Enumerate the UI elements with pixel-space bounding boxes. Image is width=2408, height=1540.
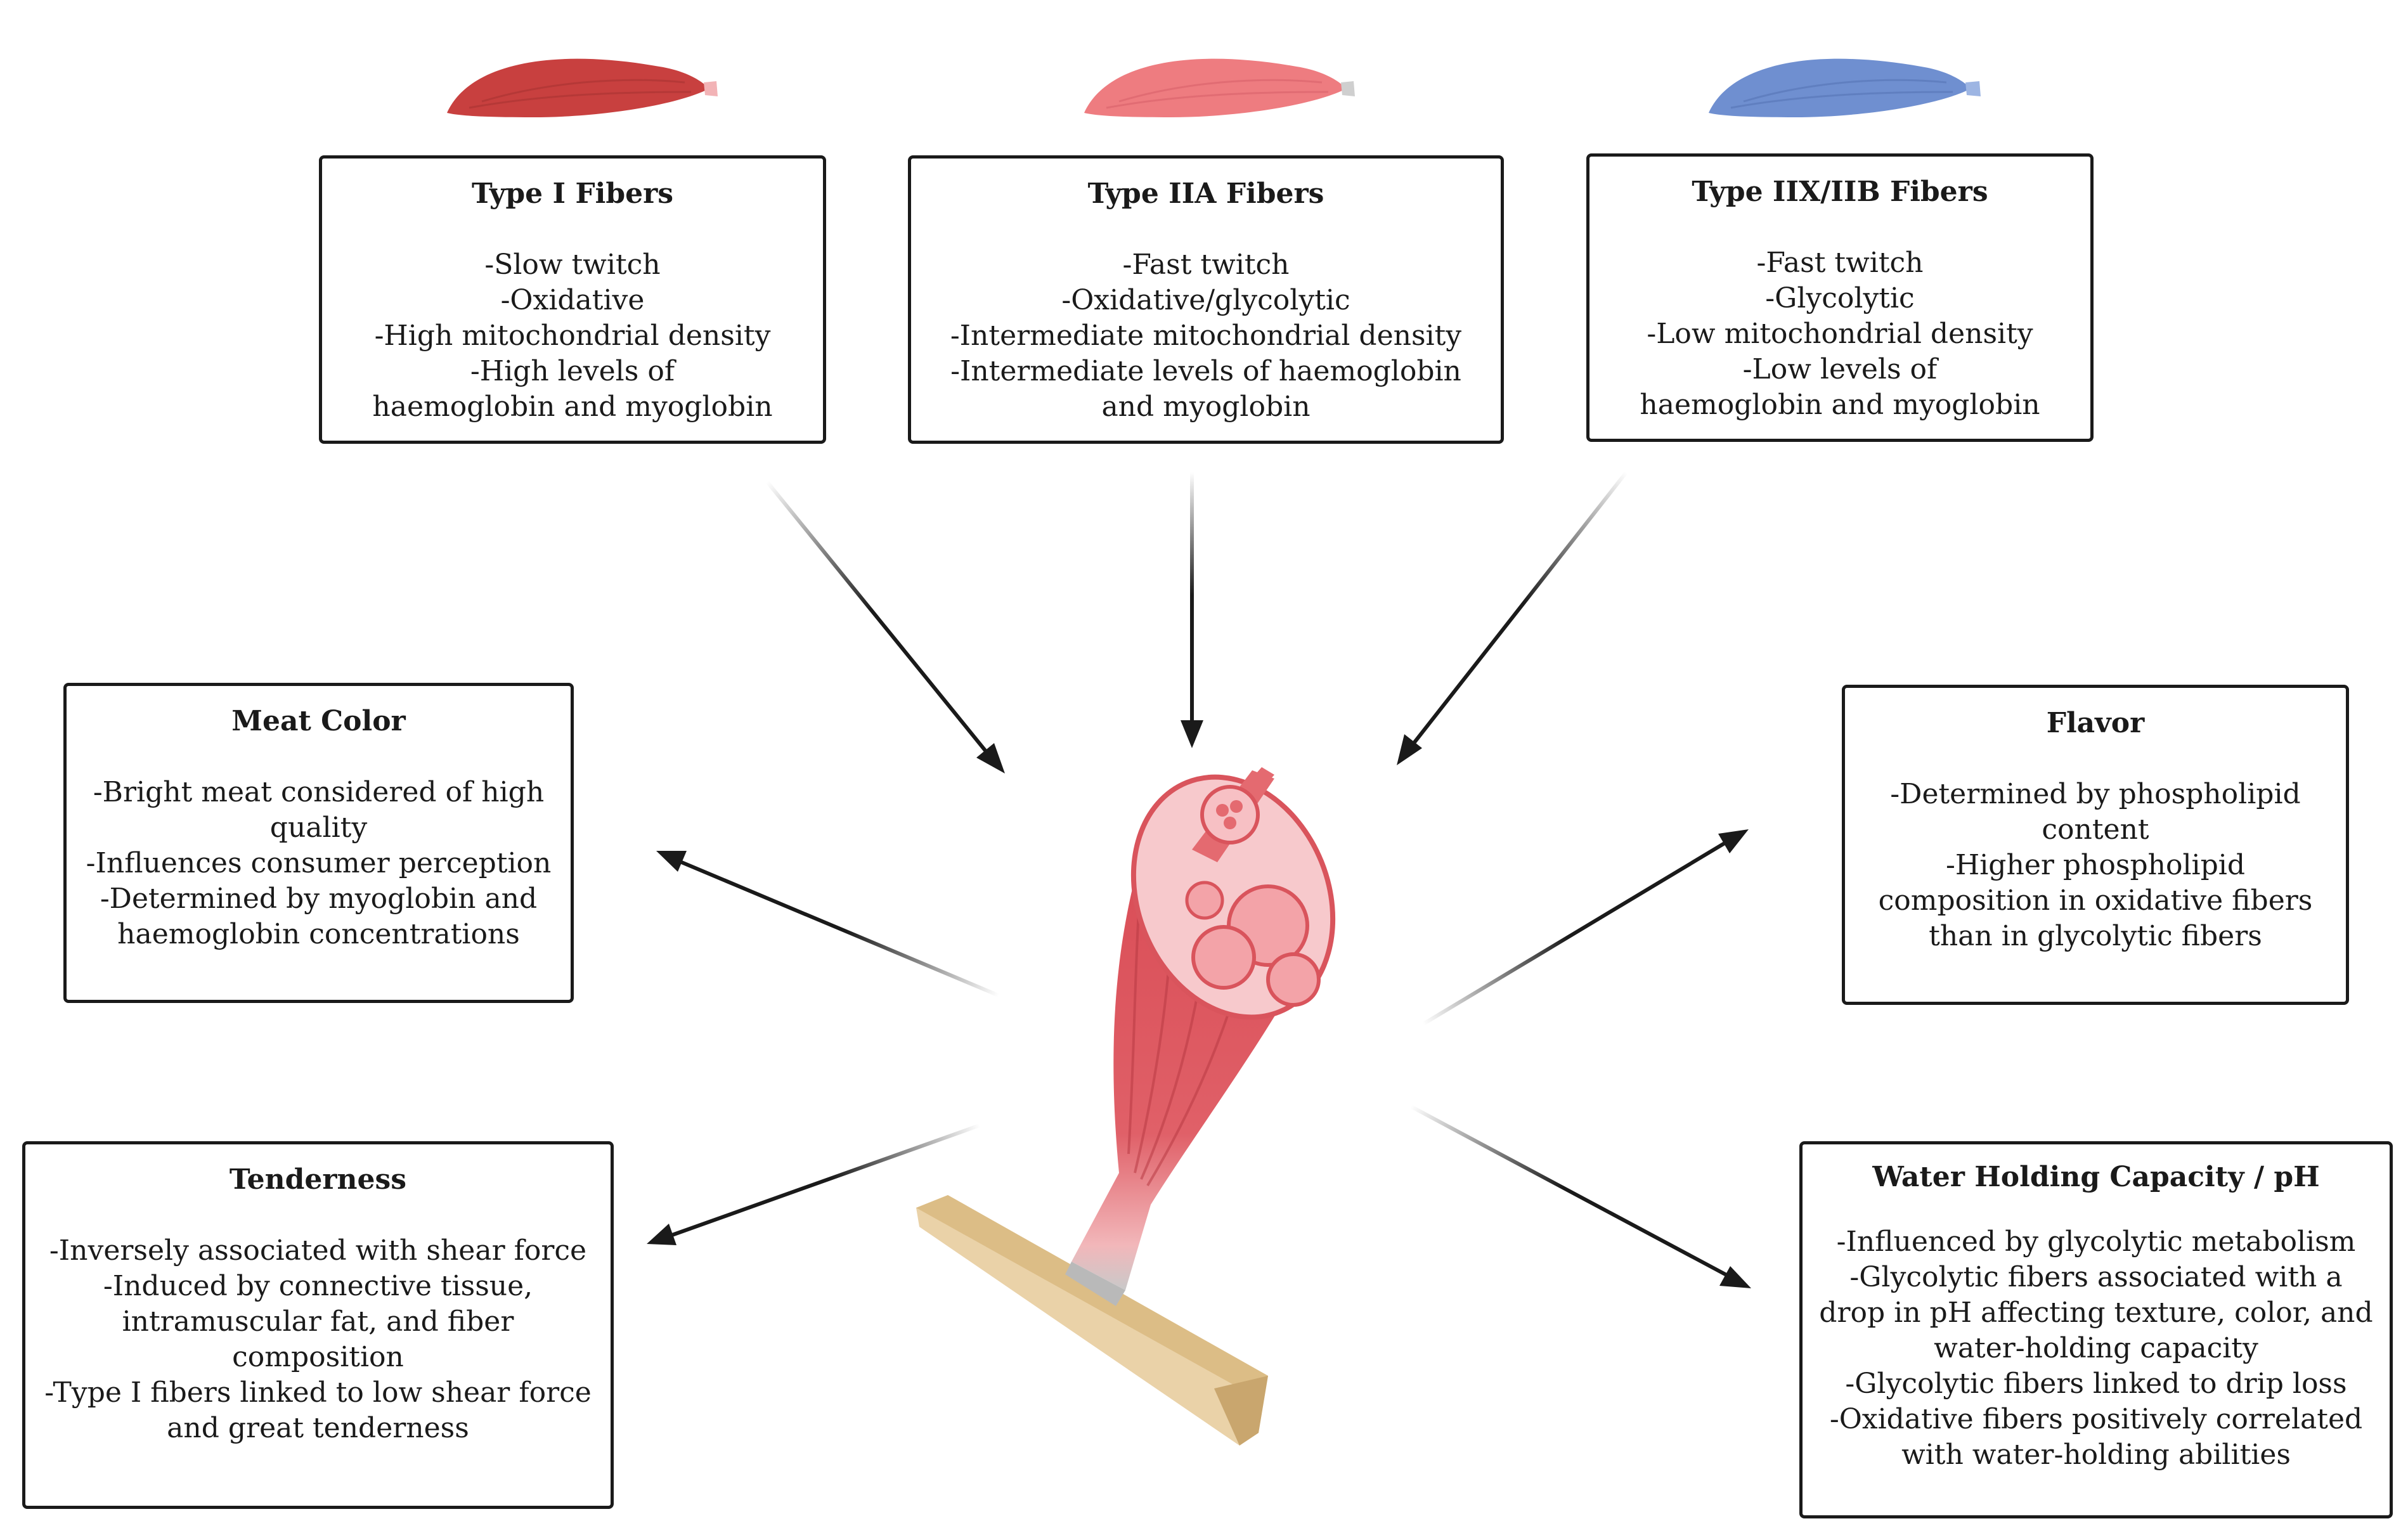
arrow-muscle-to-meat-color bbox=[656, 851, 1000, 997]
type-i-title: Type I Fibers bbox=[471, 178, 674, 210]
type-i-line: -High mitochondrial density bbox=[374, 320, 771, 352]
tenderness-line: -Inversely associated with shear force bbox=[49, 1234, 587, 1267]
muscle-icon-type-iix bbox=[1709, 58, 1981, 117]
water-holding-line: -Glycolytic fibers linked to drip loss bbox=[1845, 1368, 2347, 1400]
water-holding-line: -Glycolytic fibers associated with a bbox=[1849, 1261, 2343, 1293]
meat-color-box: Meat Color -Bright meat considered of hi… bbox=[63, 683, 574, 1003]
meat-color-line: -Determined by myoglobin and bbox=[100, 883, 538, 915]
type-iia-line: -Intermediate levels of haemoglobin bbox=[950, 355, 1461, 387]
flavor-line: than in glycolytic fibers bbox=[1929, 920, 2262, 952]
type-iix-line: haemoglobin and myoglobin bbox=[1640, 389, 2040, 421]
muscle-icon-type-iia bbox=[1084, 58, 1355, 117]
type-iix-line: -Glycolytic bbox=[1765, 282, 1915, 314]
tenderness-title: Tenderness bbox=[229, 1163, 407, 1196]
tenderness-line: -Induced by connective tissue, bbox=[103, 1270, 533, 1302]
type-iia-title: Type IIA Fibers bbox=[1087, 178, 1324, 210]
arrow-type-i-to-muscle bbox=[765, 481, 1005, 773]
flavor-box: Flavor -Determined by phospholipid conte… bbox=[1842, 685, 2349, 1005]
tenderness-box: Tenderness -Inversely associated with sh… bbox=[22, 1141, 614, 1509]
flavor-line: composition in oxidative fibers bbox=[1878, 884, 2313, 917]
meat-color-line: haemoglobin concentrations bbox=[117, 918, 520, 950]
water-holding-line: -Oxidative fibers positively correlated bbox=[1829, 1403, 2363, 1435]
type-iix-title: Type IIX/IIB Fibers bbox=[1692, 176, 1988, 208]
tenderness-line: -Type I fibers linked to low shear force bbox=[44, 1376, 592, 1409]
arrow-muscle-to-water-holding bbox=[1409, 1104, 1751, 1288]
tenderness-line: and great tenderness bbox=[167, 1412, 469, 1444]
water-holding-line: drop in pH affecting texture, color, and bbox=[1819, 1297, 2373, 1329]
water-holding-line: with water-holding abilities bbox=[1901, 1439, 2291, 1471]
muscle-cross-section-illustration bbox=[916, 767, 1336, 1446]
type-iia-line: and myoglobin bbox=[1101, 391, 1311, 423]
flavor-line: -Higher phospholipid bbox=[1946, 849, 2245, 881]
water-holding-capacity-box: Water Holding Capacity / pH -Influenced … bbox=[1799, 1141, 2393, 1518]
meat-color-line: -Bright meat considered of high bbox=[93, 776, 545, 808]
type-i-line: -Slow twitch bbox=[484, 249, 661, 281]
type-i-line: haemoglobin and myoglobin bbox=[372, 391, 773, 423]
water-holding-line: water-holding capacity bbox=[1934, 1332, 2258, 1364]
meat-color-line: -Influences consumer perception bbox=[86, 847, 552, 879]
arrow-type-iia-to-muscle bbox=[1181, 472, 1203, 748]
type-iia-line: -Oxidative/glycolytic bbox=[1061, 284, 1350, 316]
meat-color-line: quality bbox=[269, 812, 368, 844]
flavor-line: -Determined by phospholipid bbox=[1890, 778, 2301, 810]
flavor-title: Flavor bbox=[2046, 707, 2145, 739]
type-iix-iib-fibers-box: Type IIX/IIB Fibers -Fast twitch -Glycol… bbox=[1586, 153, 2094, 442]
type-i-line: -Oxidative bbox=[500, 284, 645, 316]
tenderness-line: intramuscular fat, and fiber bbox=[122, 1305, 514, 1338]
arrow-type-iix-to-muscle bbox=[1397, 471, 1628, 765]
type-i-line: -High levels of bbox=[470, 355, 675, 387]
flavor-line: content bbox=[2042, 813, 2149, 846]
water-holding-title: Water Holding Capacity / pH bbox=[1872, 1161, 2320, 1193]
water-holding-line: -Influenced by glycolytic metabolism bbox=[1836, 1226, 2356, 1258]
type-iix-line: -Fast twitch bbox=[1756, 247, 1924, 279]
type-iia-fibers-box: Type IIA Fibers -Fast twitch -Oxidative/… bbox=[908, 155, 1504, 444]
type-iia-line: -Intermediate mitochondrial density bbox=[950, 320, 1462, 352]
tenderness-line: composition bbox=[232, 1341, 404, 1373]
type-iix-line: -Low levels of bbox=[1742, 353, 1938, 385]
muscle-icon-type-i bbox=[447, 58, 718, 117]
meat-color-title: Meat Color bbox=[231, 705, 406, 737]
type-iix-line: -Low mitochondrial density bbox=[1647, 318, 2033, 350]
arrow-muscle-to-flavor bbox=[1422, 829, 1749, 1026]
arrow-muscle-to-tenderness bbox=[647, 1123, 981, 1245]
type-i-fibers-box: Type I Fibers -Slow twitch -Oxidative -H… bbox=[319, 155, 826, 444]
type-iia-line: -Fast twitch bbox=[1122, 249, 1290, 281]
